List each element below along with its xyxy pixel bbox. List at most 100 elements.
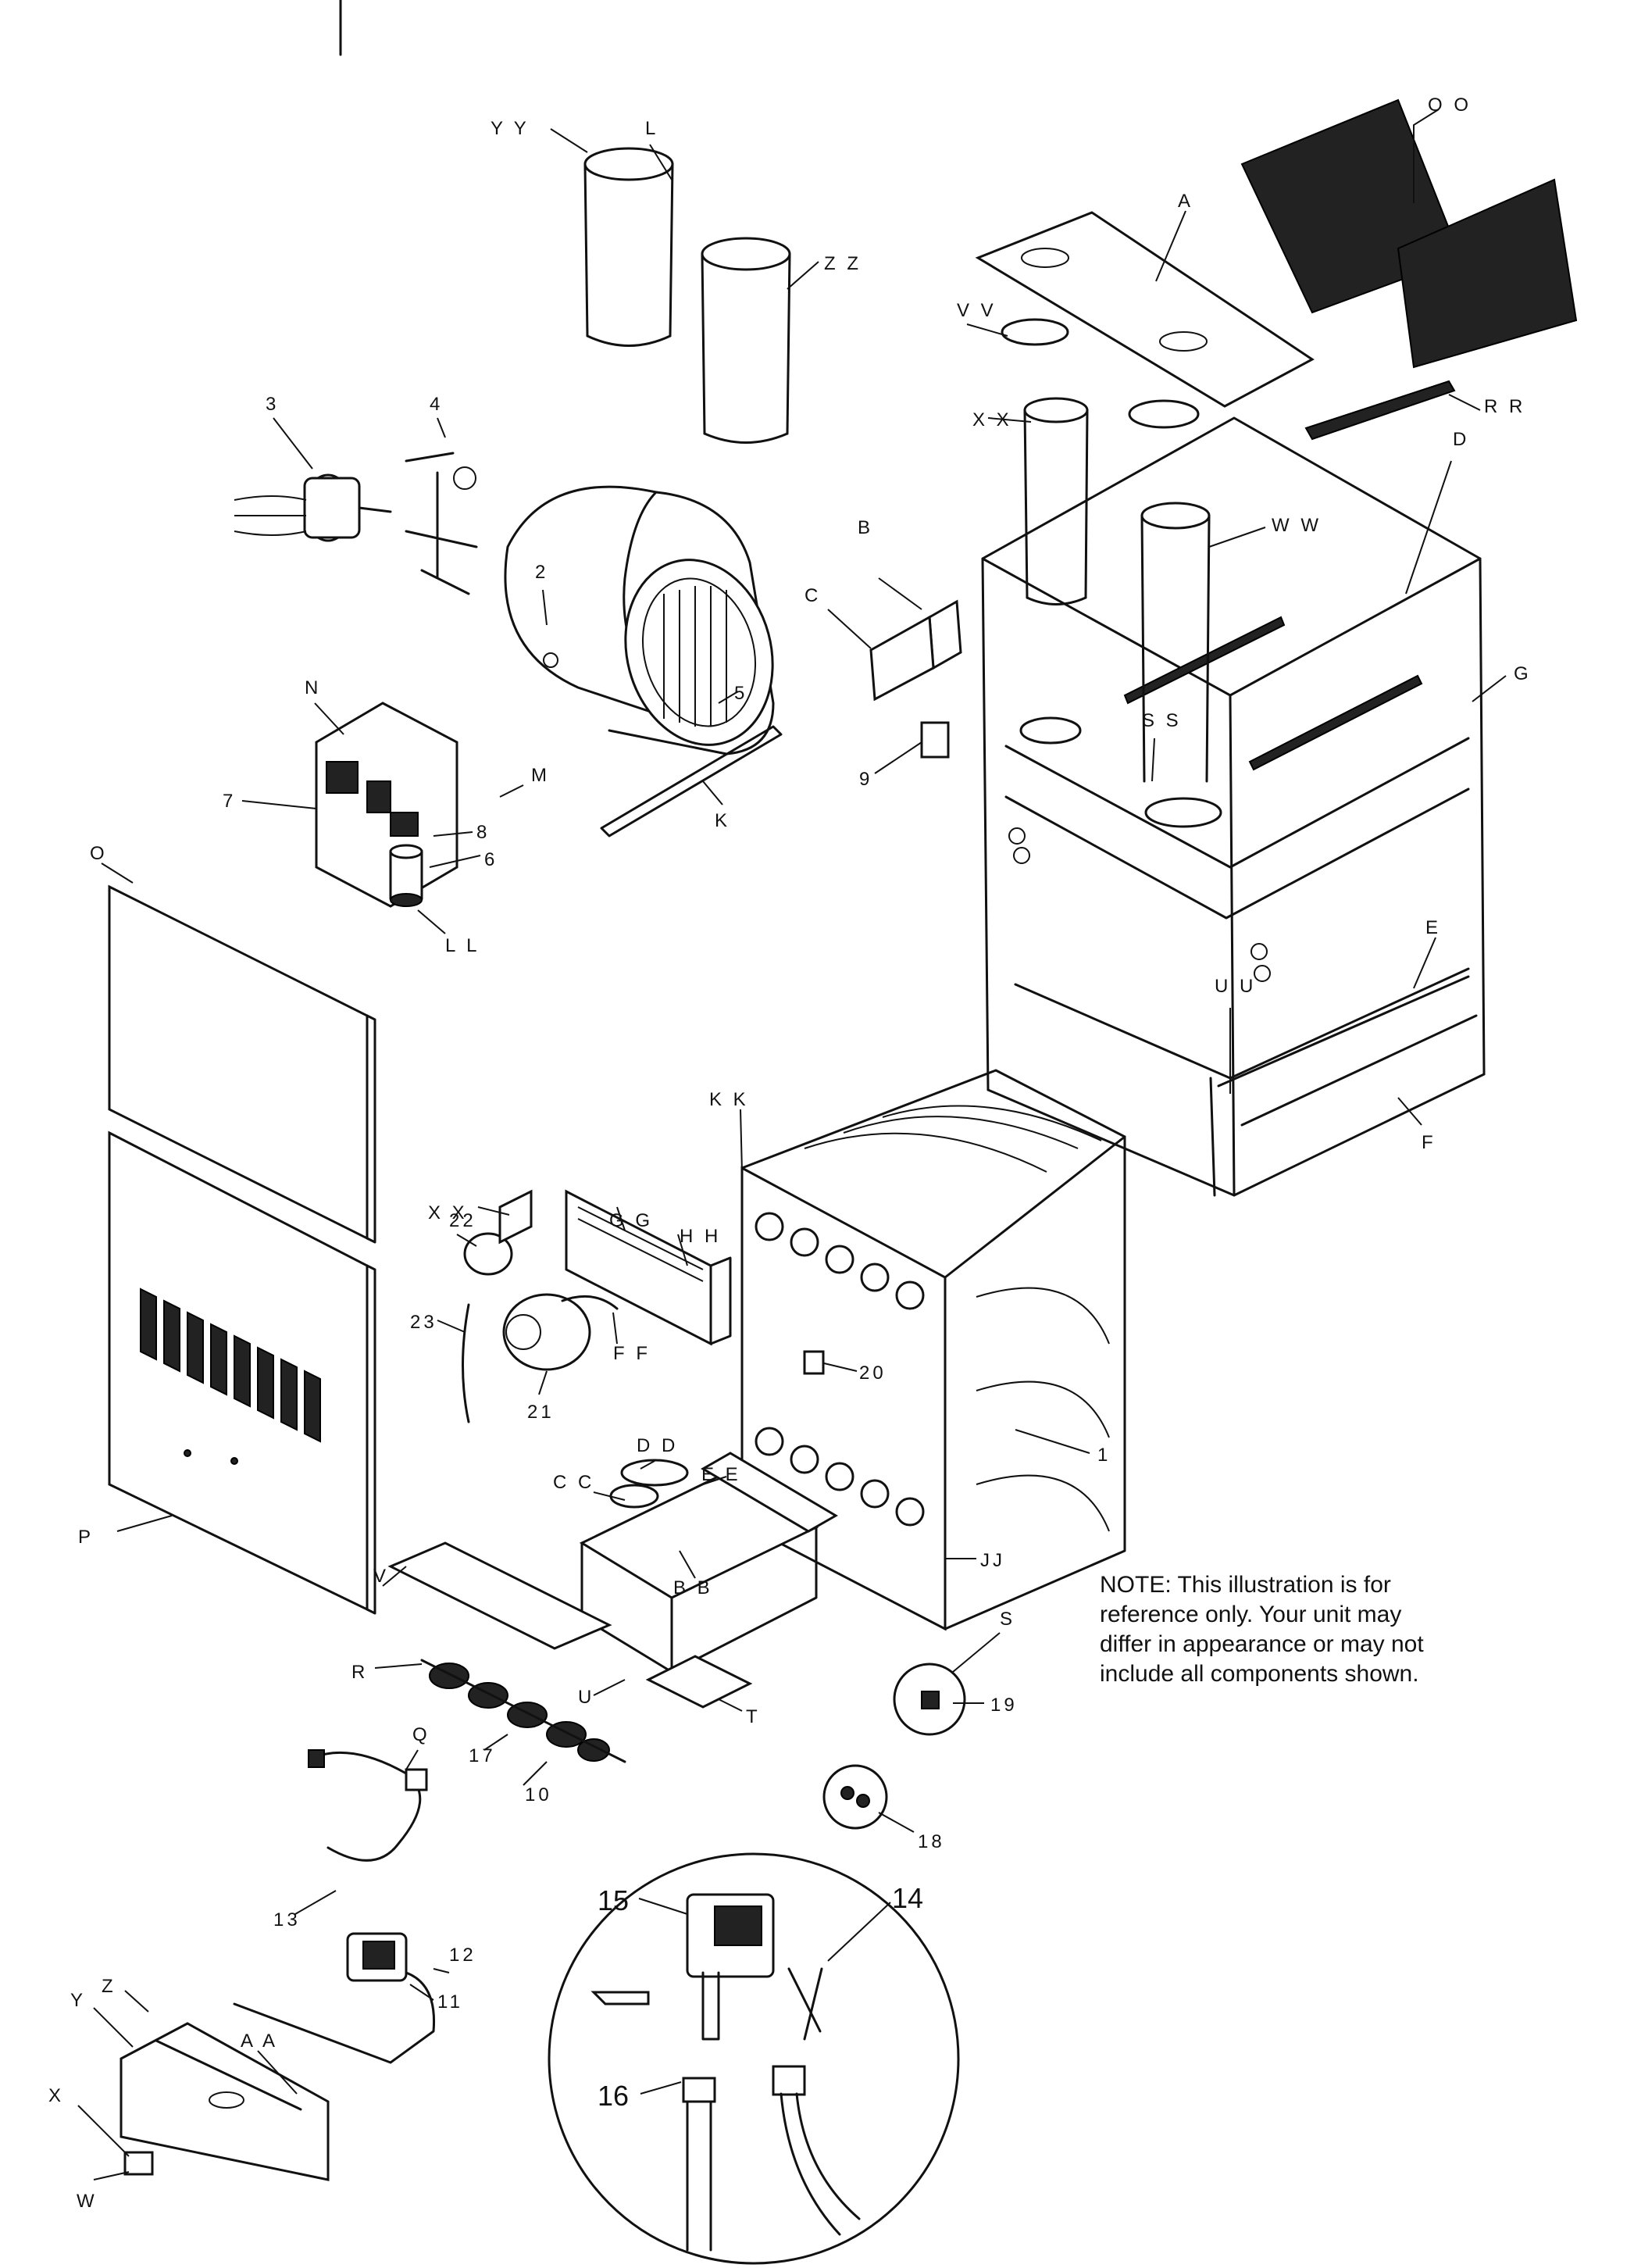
- access-cover-y: [120, 2022, 330, 2181]
- door-louvers: [140, 1288, 321, 1443]
- label-g: G: [1514, 663, 1532, 684]
- vent-pipe-yy: [583, 147, 674, 347]
- door-panel-p: [108, 1130, 376, 1615]
- label-t: T: [746, 1706, 761, 1727]
- label-yy: Y Y: [491, 118, 530, 139]
- label-e: E: [1425, 917, 1441, 938]
- bracket-t: [645, 1655, 753, 1709]
- label-y: Y: [70, 1990, 86, 2011]
- label-k: K: [715, 810, 730, 831]
- label-12: 12: [449, 1945, 476, 1966]
- label-9: 9: [859, 769, 872, 790]
- label-x: X: [48, 2085, 64, 2106]
- label-1: 1: [1097, 1445, 1111, 1466]
- label-d: D: [1453, 429, 1469, 450]
- heat-exchanger-ports: [755, 1212, 925, 1527]
- label-10: 10: [525, 1784, 552, 1805]
- label-aa: A A: [241, 2030, 278, 2052]
- label-15: 15: [598, 1884, 629, 1916]
- label-rr: R R: [1484, 396, 1525, 417]
- label-ss: S S: [1142, 710, 1182, 731]
- label-u: U: [578, 1687, 594, 1708]
- door-panel-o: [108, 884, 376, 1244]
- label-hh: H H: [680, 1226, 721, 1247]
- label-ee: E E: [701, 1464, 741, 1485]
- pressure-switch-22: [463, 1189, 533, 1276]
- label-jj: JJ: [980, 1550, 1005, 1571]
- label-2: 2: [535, 562, 548, 583]
- label-b: B: [858, 517, 873, 538]
- label-5: 5: [734, 683, 747, 704]
- blower-housing-l: [504, 485, 783, 838]
- label-21: 21: [527, 1402, 555, 1423]
- vent-pipe-zz: [701, 237, 791, 444]
- label-ll: L L: [445, 935, 480, 956]
- control-board-n: [315, 702, 458, 908]
- pressure-switch-9: [920, 721, 950, 759]
- label-4: 4: [430, 394, 443, 415]
- vent-pipe-xx-top: [1023, 397, 1089, 605]
- igniter-14: [772, 2065, 806, 2096]
- label-q: Q: [412, 1724, 430, 1745]
- label-cc: C C: [553, 1472, 594, 1493]
- label-xx-top: X X: [972, 409, 1012, 430]
- label-14: 14: [892, 1882, 923, 1914]
- disclaimer-note: NOTE: This illustration is for reference…: [1100, 1572, 1424, 1687]
- label-v: V: [373, 1566, 389, 1587]
- filter-rail-rr: [1304, 380, 1456, 441]
- blower-motor-3: [234, 473, 392, 542]
- ring-ss: [1144, 797, 1222, 828]
- label-ww: W W: [1272, 515, 1322, 536]
- label-16: 16: [598, 2080, 629, 2112]
- label-8: 8: [476, 822, 490, 843]
- label-3: 3: [266, 394, 279, 415]
- motor-mount-4: [405, 452, 478, 595]
- ignition-detail-circle: [548, 1852, 960, 2265]
- hose-23: [462, 1303, 470, 1423]
- label-6: 6: [484, 849, 498, 870]
- label-17: 17: [469, 1745, 496, 1766]
- collector-box-gg: [565, 1189, 732, 1346]
- label-o: O: [90, 843, 108, 864]
- label-c: C: [805, 585, 821, 606]
- cabinet-d: [981, 416, 1486, 1197]
- heat-exchanger: [740, 1069, 1126, 1631]
- burners-17: [420, 1659, 626, 1763]
- orifice-16: [682, 2077, 716, 2103]
- bracket-b: [869, 599, 962, 702]
- label-vv: V V: [957, 300, 997, 321]
- vent-pipe-ww: [1140, 502, 1211, 783]
- label-dd: D D: [637, 1435, 678, 1456]
- label-20: 20: [859, 1363, 887, 1384]
- label-w: W: [77, 2191, 98, 2212]
- label-7: 7: [223, 791, 236, 812]
- label-z: Z: [102, 1976, 116, 1997]
- label-oo: O O: [1428, 95, 1472, 116]
- label-xx-bottom: X X: [428, 1202, 468, 1223]
- gas-pipe-11: [233, 1971, 436, 2064]
- label-kk: K K: [709, 1089, 749, 1110]
- top-panel-a: [975, 211, 1315, 429]
- label-n: N: [305, 677, 321, 698]
- limit-switch-20: [803, 1350, 825, 1375]
- label-22: 22: [449, 1210, 476, 1231]
- label-m: M: [531, 765, 550, 786]
- filter-oo: [1240, 98, 1578, 369]
- sensor-detail-19: [893, 1663, 966, 1736]
- label-p: P: [78, 1527, 94, 1548]
- label-19: 19: [990, 1695, 1018, 1716]
- label-r: R: [351, 1662, 368, 1683]
- label-18: 18: [918, 1831, 945, 1852]
- label-23: 23: [410, 1312, 437, 1333]
- label-zz: Z Z: [824, 253, 862, 274]
- switch-w: [123, 2151, 154, 2176]
- label-13: 13: [273, 1909, 301, 1930]
- leader-lines: [77, 109, 1507, 2180]
- wire-harness-q: [308, 1749, 428, 1862]
- label-s: S: [1000, 1609, 1015, 1630]
- gasket-ee: [701, 1452, 838, 1533]
- label-11: 11: [437, 1991, 463, 2013]
- label-gg: G G: [609, 1210, 653, 1231]
- label-l: L: [645, 118, 658, 139]
